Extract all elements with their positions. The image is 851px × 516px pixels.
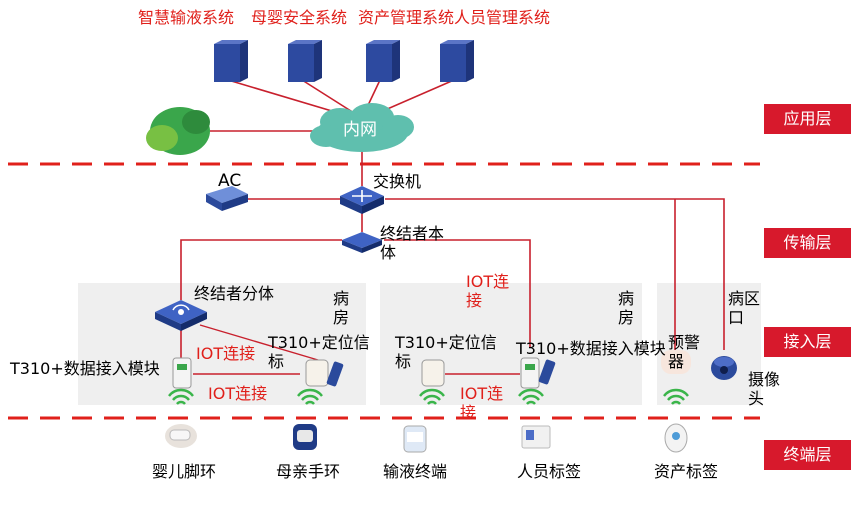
label-asset-tag: 资产标签 [654,462,719,481]
label-iot-link-2: IOT连接 [208,384,268,403]
label-t310-data-right: T310+数据接入模块 [516,339,666,358]
h3c-oasis-logo [146,107,210,155]
intranet-cloud [310,103,414,152]
link-terminator-splitter [180,239,342,300]
badge-transport-layer: 传输层 [764,228,851,258]
alarm-icon [661,350,691,374]
label-maternal-infant-safety-system: 母婴安全系统 [251,8,348,27]
badge-access-layer: 接入层 [764,327,851,357]
link-switch-camera [385,198,725,350]
label-asset-personnel-system: 资产管理系统人员管理系统 [358,8,551,27]
t310-positioning-mid-icon [421,359,445,387]
label-ward-left: 病房 [333,289,350,327]
label-t310-positioning-mid: T310+定位信标 [395,333,497,371]
label-alarm: 预警器 [668,333,701,371]
label-infusion-terminal: 输液终端 [383,462,448,481]
badge-application-layer: 应用层 [764,104,851,134]
t310-right-icon [520,357,556,389]
personnel-tag-icon [521,425,551,449]
link-terminator-t310-right [384,239,531,348]
t310-left-icon [172,357,192,389]
asset-tag-icon [664,423,688,453]
label-terminator-splitter: 终结者分体 [194,284,275,303]
label-mother-wristband: 母亲手环 [276,462,341,481]
switch-icon [340,186,384,214]
label-iot-link-4: IOT连接 [460,384,504,422]
mother-wristband-icon [293,424,317,450]
terminator-body-icon [342,232,382,253]
infant-ankle-band-icon [165,424,197,448]
terminator-splitter-icon [155,300,207,331]
label-iot-link-1: IOT连接 [196,344,256,363]
server-icons [214,40,474,82]
label-smart-infusion-system: 智慧输液系统 [138,8,235,27]
label-iot-link-3: IOT连接 [466,272,510,310]
camera-icon [711,356,737,380]
signal-icons [168,388,689,405]
infusion-terminal-icon [403,425,427,453]
label-t310-positioning-left: T310+定位信标 [268,333,370,371]
label-ac: AC [218,171,242,191]
label-ward-middle: 病房 [618,289,635,327]
label-t310-data-left: T310+数据接入模块 [10,359,160,378]
label-terminator-body: 终结者本体 [380,224,445,262]
label-intranet: 内网 [343,120,377,140]
label-personnel-tag: 人员标签 [517,462,582,481]
iot-link-left-1 [199,324,319,361]
badge-terminal-layer: 终端层 [764,440,851,470]
label-switch: 交换机 [373,172,422,191]
ac-device-icon [206,186,248,211]
label-camera: 摄像头 [748,370,781,408]
t310-positioning-left-icon [305,359,344,387]
label-ward-area: 病区口 [728,289,761,327]
label-infant-ankle-band: 婴儿脚环 [152,462,217,481]
